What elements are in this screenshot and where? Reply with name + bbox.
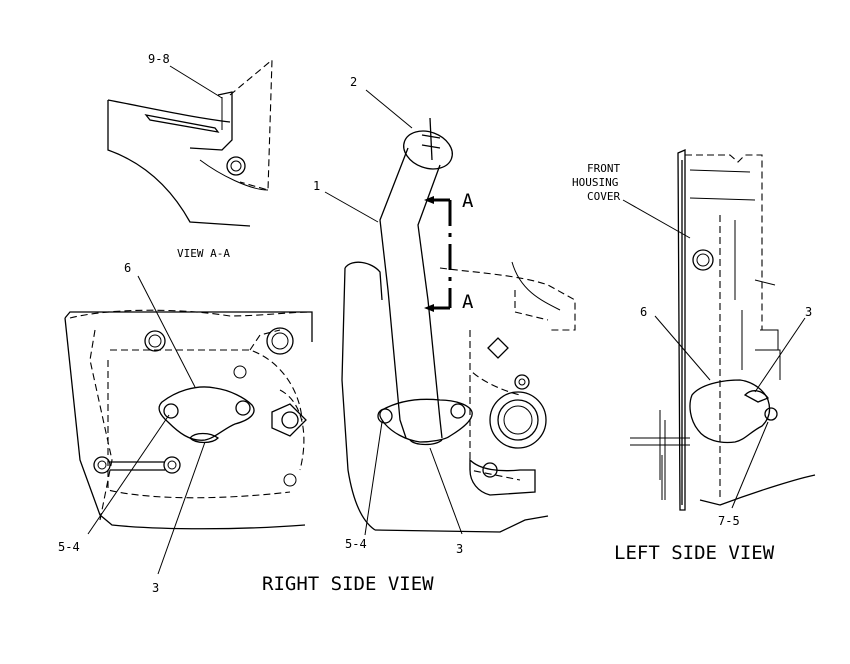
section-marker-top: A: [462, 190, 474, 212]
callout-6-left-view: 6: [640, 305, 647, 319]
callout-7-5: 7-5: [718, 514, 740, 528]
right-side-view-housing: [64, 309, 313, 530]
front-housing-cover-line-3: COVER: [587, 190, 620, 203]
front-housing-cover-line-2: HOUSING: [572, 176, 618, 189]
caption-right-side-view: RIGHT SIDE VIEW: [262, 573, 434, 595]
view-aa-detail: [107, 58, 273, 227]
callout-9-8: 9-8: [148, 52, 170, 66]
callout-2: 2: [350, 75, 357, 89]
callout-5-4-center-view: 5-4: [345, 537, 367, 551]
caption-view-aa: VIEW A-A: [177, 247, 230, 260]
caption-left-side-view: LEFT SIDE VIEW: [614, 542, 775, 564]
front-housing-cover-line-1: FRONT: [587, 162, 620, 175]
callout-3-right-view: 3: [152, 581, 159, 595]
section-marker-bottom: A: [462, 291, 474, 313]
center-view-housing: [341, 117, 576, 533]
callout-5-4-right-view: 5-4: [58, 540, 80, 554]
callout-3-left-view: 3: [805, 305, 812, 319]
callout-6-right-view: 6: [124, 261, 131, 275]
callout-3-center-view: 3: [456, 542, 463, 556]
callout-1: 1: [313, 179, 320, 193]
front-housing-cover-label: FRONT HOUSING COVER: [572, 162, 620, 203]
left-side-view-housing: [630, 149, 816, 511]
leader-lines: [87, 65, 806, 575]
